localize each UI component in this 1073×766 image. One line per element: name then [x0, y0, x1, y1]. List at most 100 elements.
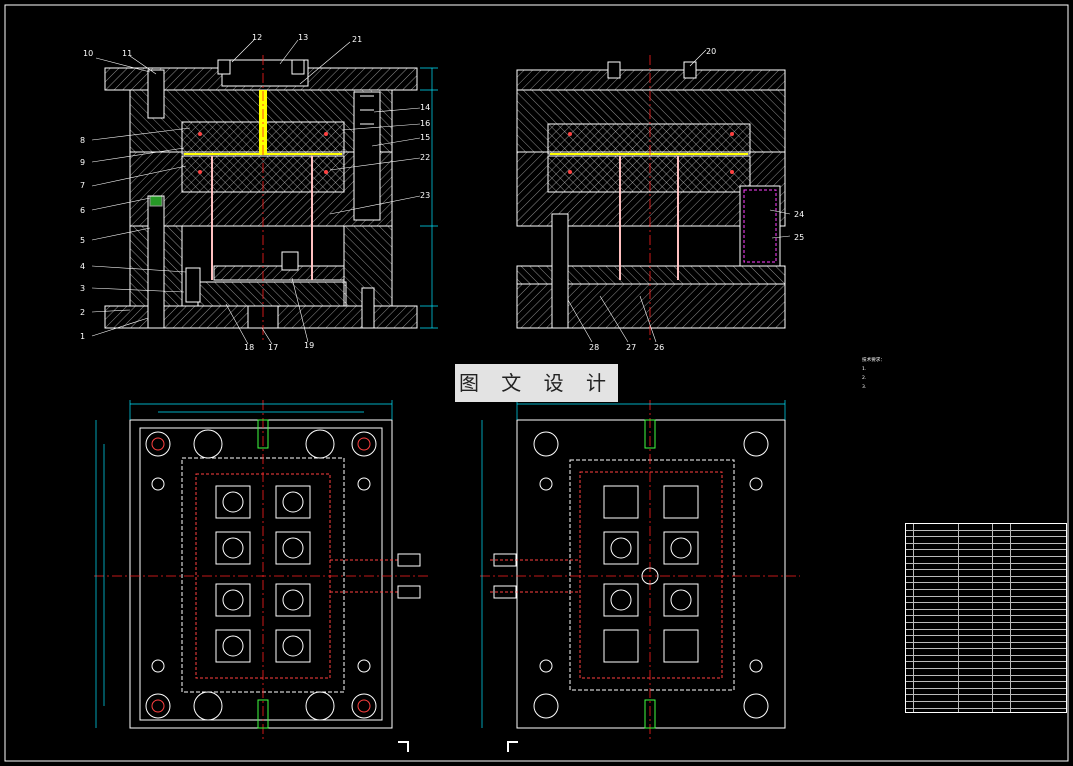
bom-cell [993, 702, 1011, 708]
bom-cell [993, 649, 1011, 655]
bom-cell [914, 596, 960, 603]
svg-text:4: 4 [80, 262, 85, 271]
bom-cell [993, 616, 1011, 622]
svg-text:3: 3 [80, 284, 85, 293]
bom-cell [906, 662, 914, 669]
bom-cell [1011, 524, 1066, 530]
bom-row [906, 543, 1066, 551]
svg-text:15: 15 [420, 133, 430, 142]
bom-row [906, 530, 1066, 538]
bom-cell [914, 702, 960, 708]
bom-row [906, 589, 1066, 597]
bom-cell [993, 524, 1011, 530]
bom-cell [914, 708, 960, 715]
bom-row [906, 603, 1066, 610]
bom-cell [959, 589, 993, 596]
bom-cell [914, 629, 960, 636]
bom-cell [1011, 695, 1066, 701]
bom-cell [993, 655, 1011, 662]
bom-cell [906, 695, 914, 702]
bom-cell [959, 688, 993, 695]
bom-cell [906, 550, 914, 556]
watermark-label: 图 文 设 计 [455, 364, 618, 402]
bom-cell [914, 616, 960, 622]
bom-cell [906, 563, 914, 570]
bom-cell [906, 556, 914, 563]
bom-cell [914, 609, 960, 616]
bom-cell [906, 649, 914, 655]
bom-row [906, 695, 1066, 703]
bom-row [906, 688, 1066, 696]
bom-cell [993, 622, 1011, 629]
bom-cell [914, 642, 960, 649]
bom-cell [1011, 643, 1066, 649]
bom-row [906, 642, 1066, 650]
bom-cell [914, 662, 960, 669]
bom-cell [914, 622, 960, 629]
bom-cell [959, 603, 993, 609]
bom-cell [906, 675, 914, 682]
svg-text:26: 26 [654, 343, 664, 352]
note-1: 1. [862, 367, 867, 372]
bom-cell [993, 609, 1011, 616]
svg-text:5: 5 [80, 236, 85, 245]
bom-cell [993, 603, 1011, 609]
bom-cell [906, 688, 914, 695]
bom-cell [1011, 630, 1066, 636]
svg-text:7: 7 [80, 181, 85, 190]
section-view-left [104, 55, 438, 340]
bom-cell [1011, 623, 1066, 629]
bom-cell [993, 576, 1011, 583]
bom-cell [959, 556, 993, 563]
title-block [905, 712, 1067, 759]
bom-cell [914, 537, 960, 543]
bom-cell [906, 708, 914, 715]
bom-row [906, 537, 1066, 544]
svg-text:17: 17 [268, 343, 278, 352]
bom-cell [959, 655, 993, 662]
bom-cell [1011, 649, 1066, 655]
bom-cell [959, 543, 993, 550]
bom-cell [906, 570, 914, 576]
bom-cell [959, 537, 993, 543]
bom-cell [906, 636, 914, 642]
bom-cell [959, 702, 993, 708]
bom-cell [1011, 603, 1066, 609]
bom-cell [914, 556, 960, 563]
bom-cell [959, 616, 993, 622]
bom-cell [906, 596, 914, 603]
bom-cell [914, 649, 960, 655]
bom-row [906, 655, 1066, 663]
bom-row [906, 702, 1066, 709]
bom-row [906, 636, 1066, 643]
bom-cell [914, 636, 960, 642]
bom-cell [1011, 610, 1066, 616]
bom-cell [1011, 669, 1066, 675]
bom-cell [993, 589, 1011, 596]
bom-cell [959, 622, 993, 629]
bom-cell [1011, 682, 1066, 688]
bom-cell [906, 655, 914, 662]
bom-cell [959, 669, 993, 675]
bom-cell [993, 695, 1011, 702]
bom-cell [993, 583, 1011, 589]
bom-cell [993, 530, 1011, 537]
bom-cell [993, 596, 1011, 603]
bom-cell [993, 550, 1011, 556]
bom-cell [993, 688, 1011, 695]
bom-cell [959, 708, 993, 715]
bom-cell [914, 550, 960, 556]
bom-row [906, 596, 1066, 604]
plan-view-right [480, 400, 800, 740]
svg-text:22: 22 [420, 153, 430, 162]
bom-cell [906, 530, 914, 537]
bom-cell [993, 662, 1011, 669]
svg-text:23: 23 [420, 191, 430, 200]
bom-cell [914, 655, 960, 662]
bom-cell [993, 543, 1011, 550]
note-3: 3. [862, 385, 867, 390]
bom-cell [1011, 531, 1066, 537]
bom-cell [906, 543, 914, 550]
bom-cell [959, 530, 993, 537]
svg-text:2: 2 [80, 308, 85, 317]
